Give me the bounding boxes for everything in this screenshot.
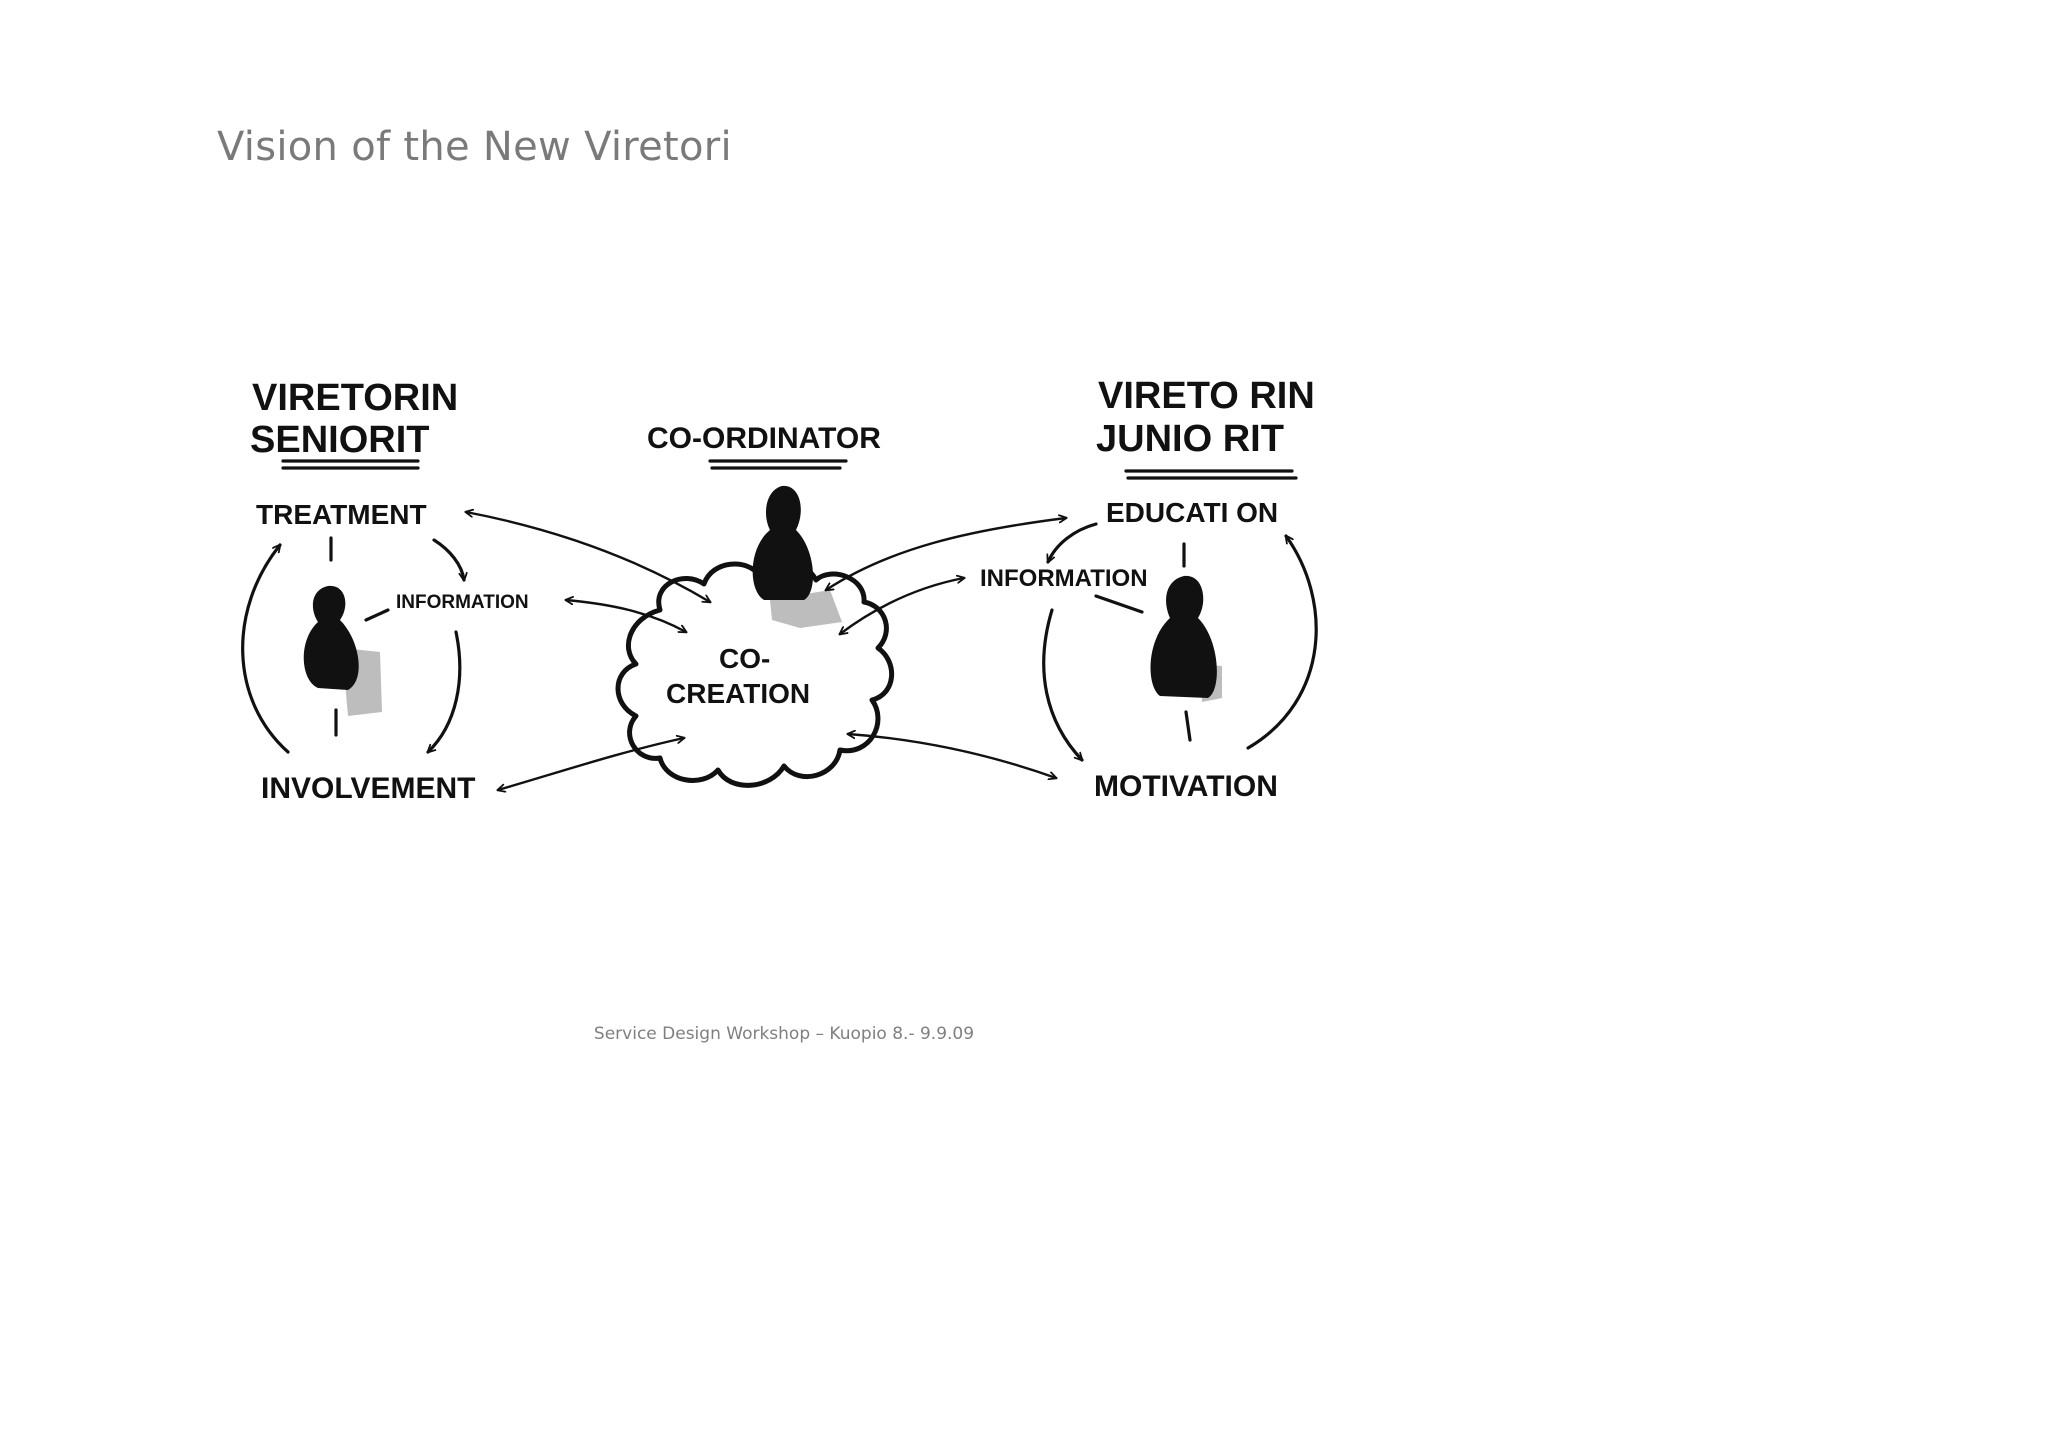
left-top-label: TREATMENT: [256, 499, 427, 530]
cloud-label-line2: CREATION: [666, 678, 810, 709]
slide-footer: Service Design Workshop – Kuopio 8.- 9.9…: [593, 1024, 975, 1044]
cloud-label-line1: CO-: [719, 643, 770, 674]
slide-title: Vision of the New Viretori: [217, 124, 732, 170]
coordinator-person-icon: [752, 485, 814, 600]
right-tick-bottom: [1184, 710, 1192, 742]
right-middle-label: INFORMATION: [980, 565, 1148, 592]
arrow-involvement-cocreation: [498, 738, 684, 790]
right-tick-middle: [1094, 594, 1144, 614]
co-creation-diagram: VIRETORIN SENIORIT TREATMENT INFORMATION…: [241, 375, 1318, 805]
left-heading-line1: VIRETORIN: [252, 377, 458, 419]
right-arrow-education-to-information: [1046, 522, 1098, 564]
right-arrow-information-to-motivation: [1042, 608, 1084, 762]
right-bottom-label: MOTIVATION: [1094, 770, 1278, 803]
center-heading: CO-ORDINATOR: [647, 422, 881, 455]
arrow-treatment-cocreation: [466, 512, 710, 602]
left-heading-line2: SENIORIT: [250, 419, 429, 461]
left-arrow-involvement-to-treatment: [241, 543, 290, 754]
arrow-cocreation-right-information: [840, 578, 964, 634]
left-arrow-treatment-to-information: [432, 538, 464, 580]
left-middle-label: INFORMATION: [396, 592, 529, 613]
junior-person-icon: [1150, 575, 1222, 702]
senior-person-icon: [303, 585, 382, 716]
left-bottom-label: INVOLVEMENT: [261, 772, 475, 805]
left-tick-middle: [364, 608, 390, 622]
right-heading-line1: VIRETO RIN: [1098, 375, 1315, 417]
right-heading-line2: JUNIO RIT: [1096, 418, 1284, 460]
co-creation-cloud: [615, 561, 894, 788]
left-arrow-information-to-involvement: [426, 630, 462, 754]
right-arrow-motivation-to-education: [1246, 534, 1318, 750]
arrow-left-information-cocreation: [566, 600, 686, 632]
arrow-cocreation-motivation: [848, 734, 1056, 778]
slide: Vision of the New Viretori VIRETORIN SEN…: [217, 124, 1318, 1044]
right-top-label: EDUCATI ON: [1106, 497, 1278, 528]
